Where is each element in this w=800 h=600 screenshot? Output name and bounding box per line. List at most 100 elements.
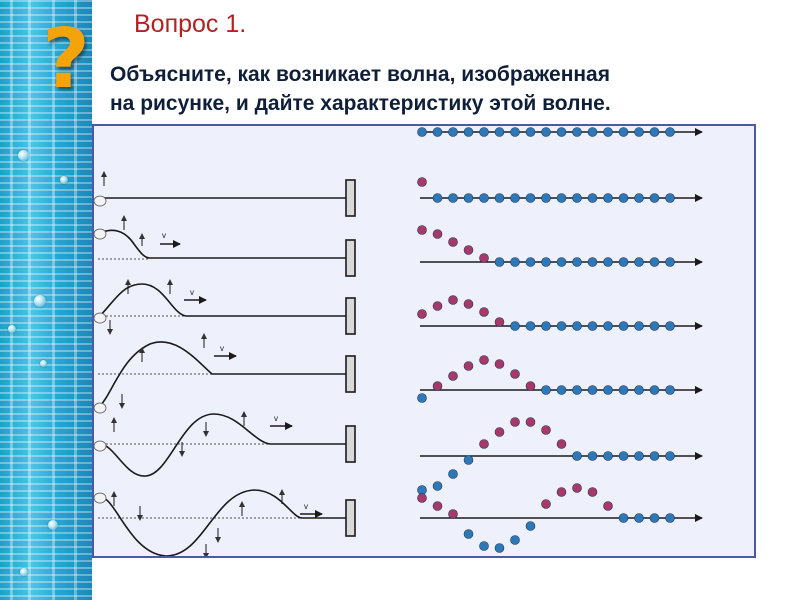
- bead: [432, 381, 443, 391]
- bead: [525, 521, 536, 531]
- bead: [479, 355, 489, 365]
- bead: [618, 451, 629, 461]
- rope-row: [97, 411, 346, 477]
- bead: [587, 451, 598, 461]
- water-drop-icon: [8, 325, 16, 333]
- bead: [417, 309, 427, 319]
- bead: [525, 381, 536, 391]
- bead: [572, 193, 582, 203]
- bead: [463, 529, 474, 539]
- bead: [494, 317, 505, 327]
- bead: [587, 487, 598, 497]
- bead: [572, 483, 582, 493]
- wall-clamp-icon: [345, 355, 356, 393]
- bead: [618, 321, 629, 331]
- bead: [603, 385, 613, 395]
- bead: [448, 371, 458, 381]
- bead: [479, 193, 489, 203]
- bead: [649, 127, 660, 137]
- bead: [541, 499, 551, 509]
- bead: [525, 127, 536, 137]
- hand-icon: [94, 402, 107, 414]
- bead: [448, 509, 458, 519]
- bead: [510, 535, 520, 545]
- rope-row: [97, 215, 346, 260]
- bead: [603, 451, 613, 461]
- velocity-label: v: [304, 502, 308, 511]
- bead: [634, 385, 644, 395]
- bead: [587, 321, 598, 331]
- bead: [525, 321, 536, 331]
- bead: [432, 301, 443, 311]
- question-line: на рисунке, и дайте характеристику этой …: [110, 92, 611, 115]
- water-drop-icon: [18, 150, 29, 161]
- bead: [432, 481, 443, 491]
- bead: [649, 385, 660, 395]
- hands: [94, 195, 107, 504]
- bead: [494, 127, 505, 137]
- bead: [603, 501, 613, 511]
- bead: [541, 385, 551, 395]
- band-stripe: [52, 0, 55, 600]
- bead: [665, 127, 675, 137]
- bead: [665, 385, 675, 395]
- bead: [494, 427, 505, 437]
- bead: [556, 487, 567, 497]
- bead: [463, 127, 474, 137]
- bead: [432, 229, 443, 239]
- bead: [494, 359, 505, 369]
- bead: [556, 321, 567, 331]
- bead: [634, 321, 644, 331]
- bead: [665, 193, 675, 203]
- bead: [479, 541, 489, 551]
- bead: [494, 193, 505, 203]
- wall-clamp-icon: [345, 297, 356, 335]
- bead: [649, 451, 660, 461]
- bead: [510, 257, 520, 267]
- hand-icon: [94, 312, 107, 324]
- bead: [479, 127, 489, 137]
- bead: [432, 193, 443, 203]
- bead: [525, 193, 536, 203]
- bead: [665, 257, 675, 267]
- hand-icon: [94, 440, 107, 452]
- bead: [448, 237, 458, 247]
- bead: [448, 295, 458, 305]
- bead: [417, 127, 427, 137]
- bead: [649, 193, 660, 203]
- bead: [541, 257, 551, 267]
- bead: [432, 127, 443, 137]
- bead: [603, 127, 613, 137]
- bead: [634, 513, 644, 523]
- beads: [417, 127, 675, 553]
- water-drop-icon: [20, 568, 28, 576]
- decorative-left-band: [0, 0, 92, 600]
- bead: [587, 127, 598, 137]
- rope-row: [98, 171, 346, 199]
- bead: [510, 369, 520, 379]
- bead: [448, 127, 458, 137]
- bead: [417, 177, 427, 187]
- bead: [463, 361, 474, 371]
- velocity-label: v: [190, 288, 194, 297]
- bead: [479, 253, 489, 263]
- bead: [603, 193, 613, 203]
- bead: [417, 493, 427, 503]
- bead: [432, 501, 443, 511]
- bead: [417, 485, 427, 495]
- bead: [556, 385, 567, 395]
- bead-panel: [417, 127, 703, 553]
- bead: [463, 299, 474, 309]
- bead: [587, 257, 598, 267]
- velocity-label: v: [220, 344, 224, 353]
- bead: [417, 393, 427, 403]
- bead: [665, 451, 675, 461]
- wall-clamp-icon: [345, 499, 356, 537]
- bead: [618, 385, 629, 395]
- bead: [463, 455, 474, 465]
- bead: [587, 385, 598, 395]
- bead: [665, 513, 675, 523]
- bead: [479, 439, 489, 449]
- band-stripe: [10, 0, 13, 600]
- bead: [541, 425, 551, 435]
